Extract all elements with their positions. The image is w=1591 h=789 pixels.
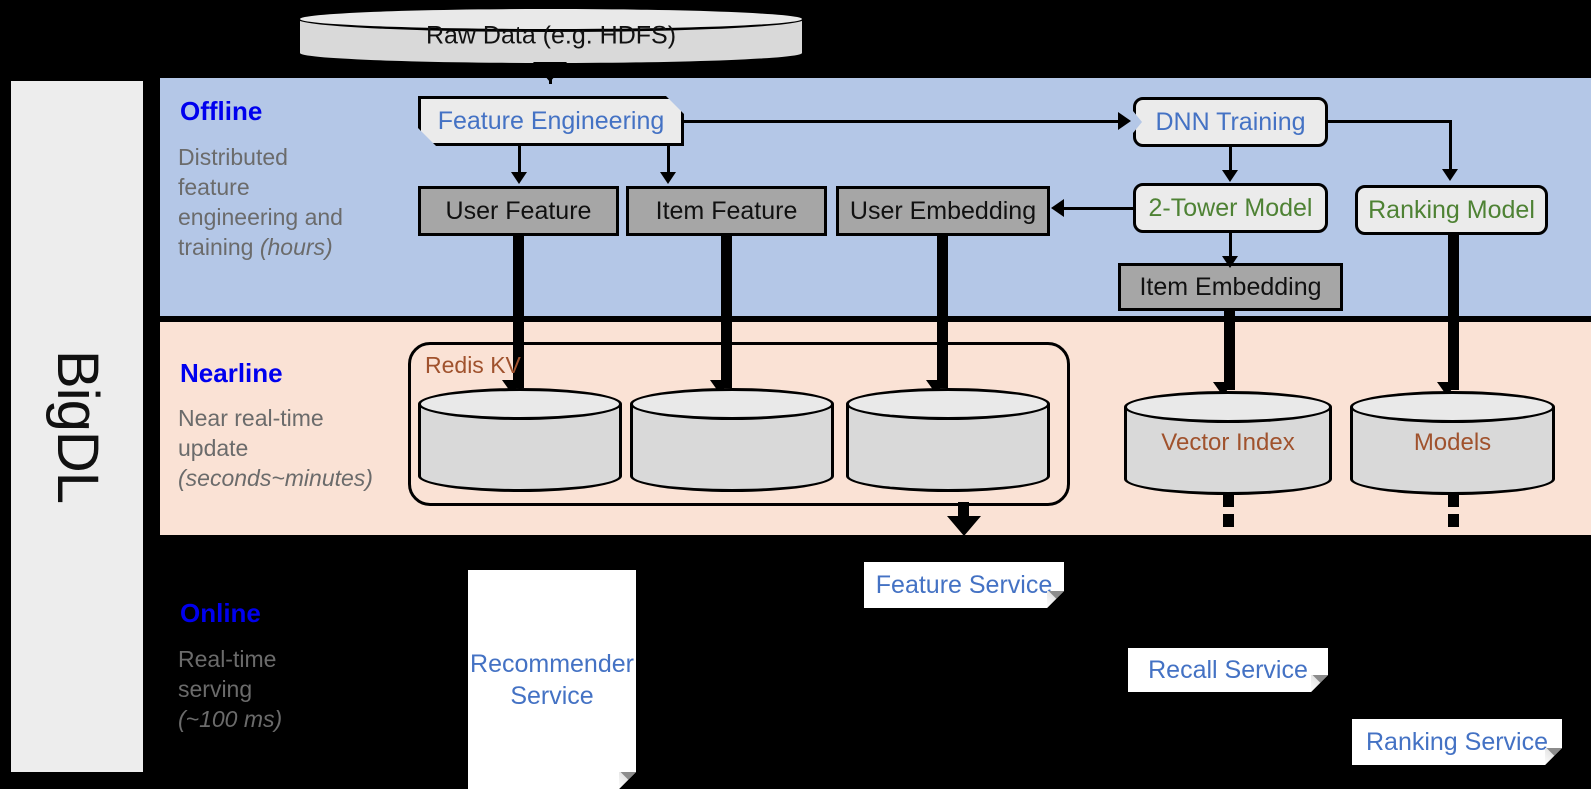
edge-2tower-itemembedding-arrowhead [1222,256,1238,268]
offline-subtitle: Distributed feature engineering and trai… [178,142,408,262]
dash-ranking-2 [1448,514,1459,527]
node-recommender-service[interactable]: Recommender Service [468,570,636,789]
edge-dnn-ranking-h [1328,120,1452,123]
dash-recall-1 [1223,494,1234,507]
vector-index-label: Vector Index [1161,429,1295,456]
node-dnn-training-label: DNN Training [1155,107,1306,136]
node-item-embedding[interactable]: Item Embedding [1118,263,1343,311]
node-ranking-model[interactable]: Ranking Model [1355,185,1548,235]
online-sub-l1: Real-time [178,646,277,672]
node-item-embedding-label: Item Embedding [1139,272,1322,301]
edge-2tower-userembedding [1064,207,1134,210]
node-item-feature-label: Item Feature [655,196,798,225]
nearline-sub-l2: update [178,435,249,461]
edge-dnn-ranking-v [1449,120,1452,170]
online-sub-l2: serving [178,676,253,702]
node-user-embedding-label: User Embedding [849,196,1037,225]
node-feature-engineering[interactable]: Feature Engineering [418,96,684,146]
models-cylinder[interactable]: Models [1350,391,1555,495]
nearline-subtitle: Near real-time update (seconds~minutes) [178,403,408,493]
pipe-userfeature-store [513,236,524,388]
cylinder-top [418,388,622,420]
edge-fe-itemfeature [667,146,670,173]
nearline-sub-l1: Near real-time [178,405,324,431]
pipe-itemfeature-store [721,236,732,388]
store-user-feature-cylinder[interactable] [418,388,622,492]
cylinder-top [1350,391,1555,423]
bigdl-label: BigDL [8,78,146,775]
pipe-itemembedding-vectorindex [1224,311,1235,390]
node-2-tower-model-label: 2-Tower Model [1148,193,1313,222]
edge-dnn-ranking-arrowhead [1442,169,1458,181]
raw-data-cylinder: Raw Data (e.g. HDFS) [297,6,805,66]
dash-ranking-1 [1448,494,1459,507]
online-sub-l3: (~100 ms) [178,706,283,732]
bigdl-frame [8,78,146,775]
edge-dnn-2tower [1229,147,1232,171]
recommender-service-line1: Recommender [470,649,634,678]
online-title: Online [180,598,261,628]
offline-title: Offline [180,96,263,126]
redis-kv-label: Redis KV [425,352,521,378]
models-label: Models [1413,429,1492,456]
node-feature-engineering-label: Feature Engineering [437,106,665,135]
node-user-embedding[interactable]: User Embedding [836,186,1050,236]
edge-fe-dnn [684,120,1118,123]
node-user-feature-label: User Feature [445,196,592,225]
redis-kv-container [408,342,1070,506]
edge-fe-itemfeature-arrowhead [660,172,676,184]
store-user-embedding-cylinder[interactable] [846,388,1050,492]
nearline-title: Nearline [180,358,283,388]
edge-2tower-userembedding-arrowhead [1051,199,1064,217]
node-ranking-model-label: Ranking Model [1368,195,1535,224]
recall-service-label: Recall Service [1148,655,1308,684]
dash-recall-2 [1223,514,1234,527]
vector-index-cylinder[interactable]: Vector Index [1124,391,1332,495]
offline-sub-l4: training (hours) [178,234,333,260]
offline-sub-l2: feature [178,174,250,200]
recommender-service-line2: Service [510,681,594,710]
edge-fe-dnn-arrowhead [1118,112,1131,130]
cylinder-top [630,388,834,420]
edge-dnn-2tower-arrowhead [1222,170,1238,182]
feature-service-label: Feature Service [875,570,1053,599]
node-2-tower-model[interactable]: 2-Tower Model [1133,183,1328,233]
cylinder-top [297,6,805,32]
node-feature-service[interactable]: Feature Service [864,562,1064,608]
offline-sub-l1: Distributed [178,144,288,170]
online-subtitle: Real-time serving (~100 ms) [178,644,408,734]
nearline-sub-l3: (seconds~minutes) [178,465,373,491]
pipe-userembedding-store [937,236,948,388]
store-item-feature-cylinder[interactable] [630,388,834,492]
edge-featureservice-arrowhead [947,516,981,536]
ranking-service-label: Ranking Service [1365,727,1549,756]
offline-sub-l3: engineering and [178,204,343,230]
node-dnn-training[interactable]: DNN Training [1133,97,1328,147]
node-user-feature[interactable]: User Feature [418,186,619,236]
cylinder-top [846,388,1050,420]
raw-data-label: Raw Data (e.g. HDFS) [425,21,677,50]
cylinder-body [418,404,622,476]
edge-rawdata-fe-arrowhead [533,62,567,82]
edge-2tower-itemembedding [1229,233,1232,259]
node-ranking-service[interactable]: Ranking Service [1352,719,1562,765]
dash-featureservice-2 [958,508,969,518]
bigdl-text: BigDL [44,350,110,503]
pipe-rankingmodel-models [1448,235,1459,390]
node-item-feature[interactable]: Item Feature [626,186,827,236]
edge-fe-userfeature [518,146,521,173]
node-recall-service[interactable]: Recall Service [1128,648,1328,692]
edge-fe-userfeature-arrowhead [511,172,527,184]
cylinder-top [1124,391,1332,423]
